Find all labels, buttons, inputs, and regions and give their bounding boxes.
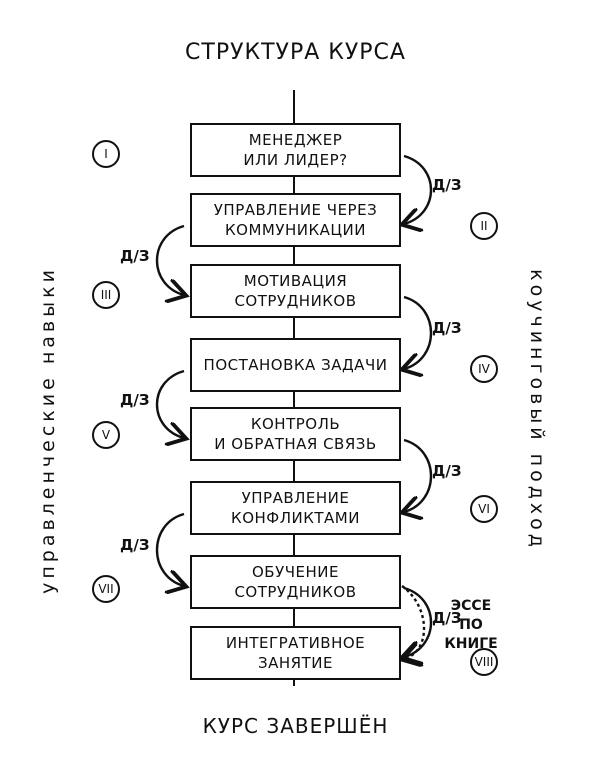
homework-label-5: Д/З — [432, 462, 462, 480]
stage-7-line-2: СОТРУДНИКОВ — [234, 583, 357, 601]
stage-number-badge-6: VI — [470, 495, 498, 523]
essay-arrow — [402, 585, 426, 659]
homework-arrow-4 — [155, 369, 184, 438]
homework-arrow-5 — [404, 438, 433, 512]
homework-arrow-6 — [155, 512, 184, 586]
stage-1-line-1: МЕНЕДЖЕР — [248, 131, 343, 149]
stage-box-3: МОТИВАЦИЯ СОТРУДНИКОВ — [190, 264, 401, 318]
stage-box-4: ПОСТАНОВКА ЗАДАЧИ — [190, 338, 401, 392]
homework-arrow-3 — [404, 295, 433, 369]
stage-2-line-1: УПРАВЛЕНИЕ ЧЕРЕЗ — [213, 201, 378, 219]
stage-number-badge-1: I — [92, 140, 120, 168]
stage-6-line-2: КОНФЛИКТАМИ — [231, 509, 360, 527]
stage-5-line-1: КОНТРОЛЬ — [250, 415, 341, 433]
homework-arrow-2 — [155, 224, 184, 295]
stage-number-badge-7: VII — [92, 575, 120, 603]
stage-box-8: ИНТЕГРАТИВНОЕ ЗАНЯТИЕ — [190, 626, 401, 680]
stage-3-line-1: МОТИВАЦИЯ — [243, 272, 348, 290]
stage-number-badge-2: II — [470, 212, 498, 240]
stage-box-1: МЕНЕДЖЕР ИЛИ ЛИДЕР? — [190, 123, 401, 177]
side-label-management-skills: управленческие навыки — [37, 266, 59, 594]
footer-label: КУРС ЗАВЕРШЁН — [202, 714, 389, 738]
essay-line-3: КНИГЕ — [444, 636, 498, 652]
stage-number-badge-5: V — [92, 421, 120, 449]
stage-8-line-2: ЗАНЯТИЕ — [258, 654, 333, 672]
stage-box-5: КОНТРОЛЬ И ОБРАТНАЯ СВЯЗЬ — [190, 407, 401, 461]
stage-5-line-2: И ОБРАТНАЯ СВЯЗЬ — [214, 435, 377, 453]
stage-box-2: УПРАВЛЕНИЕ ЧЕРЕЗ КОММУНИКАЦИИ — [190, 193, 401, 247]
essay-line-1: ЭССЕ — [450, 598, 492, 614]
stage-4-line-1: ПОСТАНОВКА ЗАДАЧИ — [203, 356, 388, 374]
stage-number-badge-4: IV — [470, 355, 498, 383]
page-title: СТРУКТУРА КУРСА — [185, 40, 406, 65]
stage-1-line-2: ИЛИ ЛИДЕР? — [243, 151, 348, 169]
homework-arrow-7 — [404, 586, 433, 657]
side-label-coaching-approach: коучинговый подход — [526, 269, 548, 551]
essay-line-2: ПО — [459, 617, 483, 633]
stage-6-line-1: УПРАВЛЕНИЕ — [241, 489, 350, 507]
stage-7-line-1: ОБУЧЕНИЕ — [252, 563, 339, 581]
stage-3-line-2: СОТРУДНИКОВ — [234, 292, 357, 310]
stage-2-line-2: КОММУНИКАЦИИ — [225, 221, 366, 239]
stage-number-badge-3: III — [92, 281, 120, 309]
homework-arrow-1 — [404, 154, 433, 224]
homework-label-7: Д/З — [432, 608, 462, 627]
homework-label-4: Д/З — [120, 390, 150, 409]
stage-box-6: УПРАВЛЕНИЕ КОНФЛИКТАМИ — [190, 481, 401, 535]
stage-box-7: ОБУЧЕНИЕ СОТРУДНИКОВ — [190, 555, 401, 609]
homework-label-3: Д/З — [432, 319, 462, 337]
stage-8-line-1: ИНТЕГРАТИВНОЕ — [225, 634, 366, 652]
homework-label-6: Д/З — [120, 536, 150, 554]
essay-label: ЭССЕ ПО КНИГЕ — [441, 597, 501, 654]
homework-label-2: Д/З — [120, 246, 150, 265]
stage-number-badge-8: VIII — [470, 648, 498, 676]
homework-label-1: Д/З — [432, 176, 462, 194]
